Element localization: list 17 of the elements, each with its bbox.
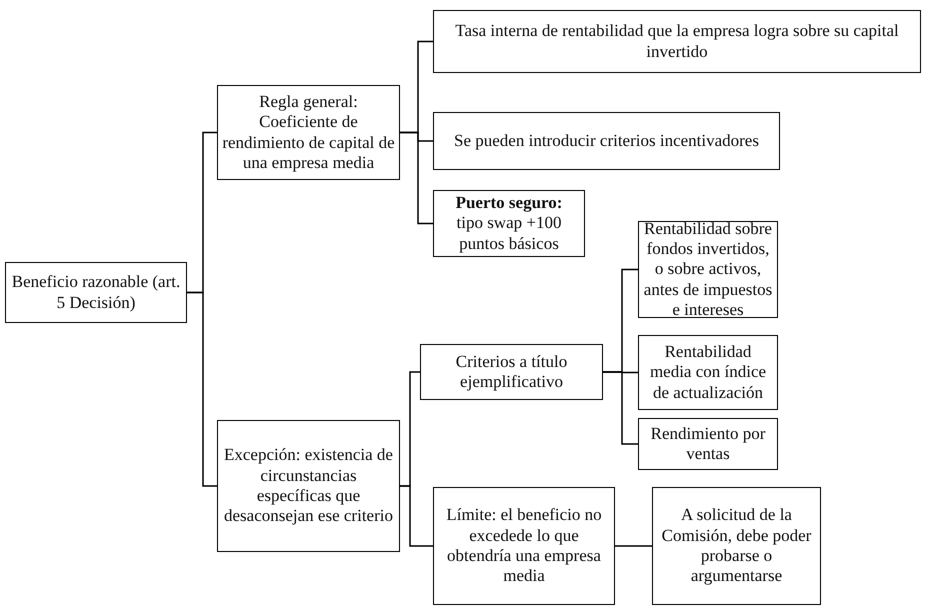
text-box: Se pueden introducir criterios incentivadores xyxy=(433,112,780,170)
text-box: Beneficio razonable (art. 5 Decisión) xyxy=(5,262,187,323)
text-box: Excepción: existencia de circunstancias específicas que desaconsejan ese criterio xyxy=(217,420,400,552)
connector-line xyxy=(400,485,433,547)
text-box: Regla general: Coeficiente de rendimiento de capital de una empresa media xyxy=(217,85,400,180)
connector-line xyxy=(400,132,433,224)
connector-line xyxy=(603,371,638,445)
text-box: Criterios a título ejemplificativo xyxy=(420,344,603,400)
connector-line xyxy=(187,292,217,487)
text-box: Límite: el beneficio no excedede lo que obtendría una empresa media xyxy=(433,487,615,605)
connector-line xyxy=(615,545,652,547)
text-box: Tasa interna de rentabilidad que la empresa logra sobre su capital invertido xyxy=(433,10,921,73)
text-box: Rentabilidad sobre fondos invertidos, o sobre activos, antes de impuestos e intereses xyxy=(638,221,778,318)
text-box: Rentabilidad media con índice de actualización xyxy=(638,335,778,410)
text-box: Rendimiento por ventas xyxy=(638,418,778,470)
text-box: Puerto seguro: tipo swap +100 puntos básicos xyxy=(433,190,585,257)
text-box: A solicitud de la Comisión, debe poder probarse o argumentarse xyxy=(652,487,821,605)
